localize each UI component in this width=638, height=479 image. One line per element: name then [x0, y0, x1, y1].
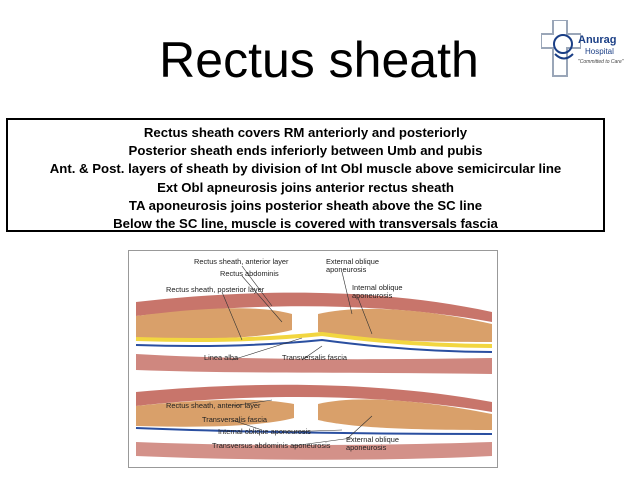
note-line: Ant. & Post. layers of sheath by divisio… [8, 160, 603, 178]
hospital-logo: Anurag Hospital "Committed to Care" [541, 20, 637, 78]
note-line: TA aponeurosis joins posterior sheath ab… [8, 197, 603, 215]
label-rectus-sheath-anterior-upper: Rectus sheath, anterior layer [194, 258, 288, 266]
label-internal-oblique-2: aponeurosis [352, 292, 392, 300]
notes-box: Rectus sheath covers RM anteriorly and p… [6, 118, 605, 232]
label-linea-alba: Linea alba [204, 354, 238, 362]
label-transversalis-fascia-lower: Transversalis fascia [202, 416, 267, 424]
label-rectus-sheath-posterior: Rectus sheath, posterior layer [166, 286, 264, 294]
label-external-oblique-upper-2: aponeurosis [326, 266, 366, 274]
note-line: Posterior sheath ends inferiorly between… [8, 142, 603, 160]
logo-name-line2: Hospital [585, 47, 614, 56]
label-rectus-abdominis: Rectus abdominis [220, 270, 279, 278]
rectus-sheath-diagram: Rectus sheath, anterior layer Rectus abd… [122, 242, 524, 470]
label-transversus-abdominis: Transversus abdominis aponeurosis [212, 442, 330, 450]
label-internal-oblique-aponeurosis: Internal oblique aponeurosis [218, 428, 311, 436]
label-rectus-sheath-anterior-lower: Rectus sheath, anterior layer [166, 402, 260, 410]
label-external-oblique-lower-2: aponeurosis [346, 444, 386, 452]
note-line: Rectus sheath covers RM anteriorly and p… [8, 124, 603, 142]
logo-name-line1: Anurag [578, 34, 617, 46]
label-transversalis-fascia-upper: Transversalis fascia [282, 354, 347, 362]
medical-cross-icon [541, 20, 581, 78]
note-line: Ext Obl apneurosis joins anterior rectus… [8, 179, 603, 197]
note-line: Below the SC line, muscle is covered wit… [8, 215, 603, 233]
logo-tagline: "Committed to Care" [578, 59, 624, 65]
